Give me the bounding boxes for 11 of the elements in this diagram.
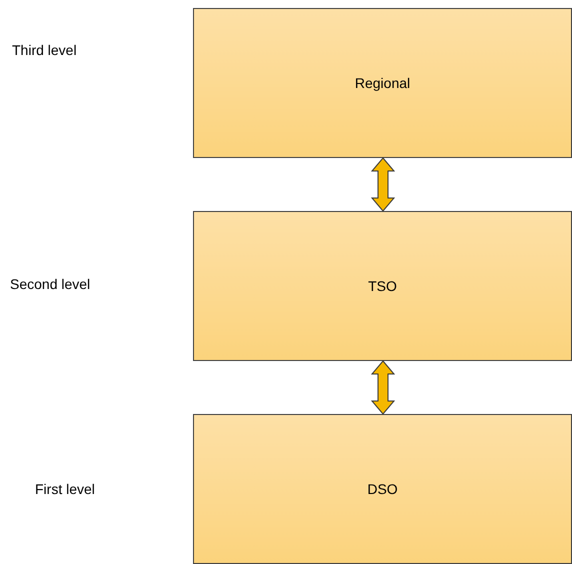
- level-label: Second level: [10, 275, 90, 294]
- level-label: First level: [35, 480, 95, 499]
- level-box: [193, 8, 572, 158]
- box-label: DSO: [367, 480, 398, 498]
- level-box: [193, 211, 572, 361]
- box-label: Regional: [354, 74, 410, 93]
- double-arrow: [370, 157, 396, 212]
- level-box: [193, 414, 572, 564]
- double-arrow: [370, 360, 396, 415]
- box-label: TSO: [368, 276, 397, 296]
- level-label: Third level: [12, 41, 77, 60]
